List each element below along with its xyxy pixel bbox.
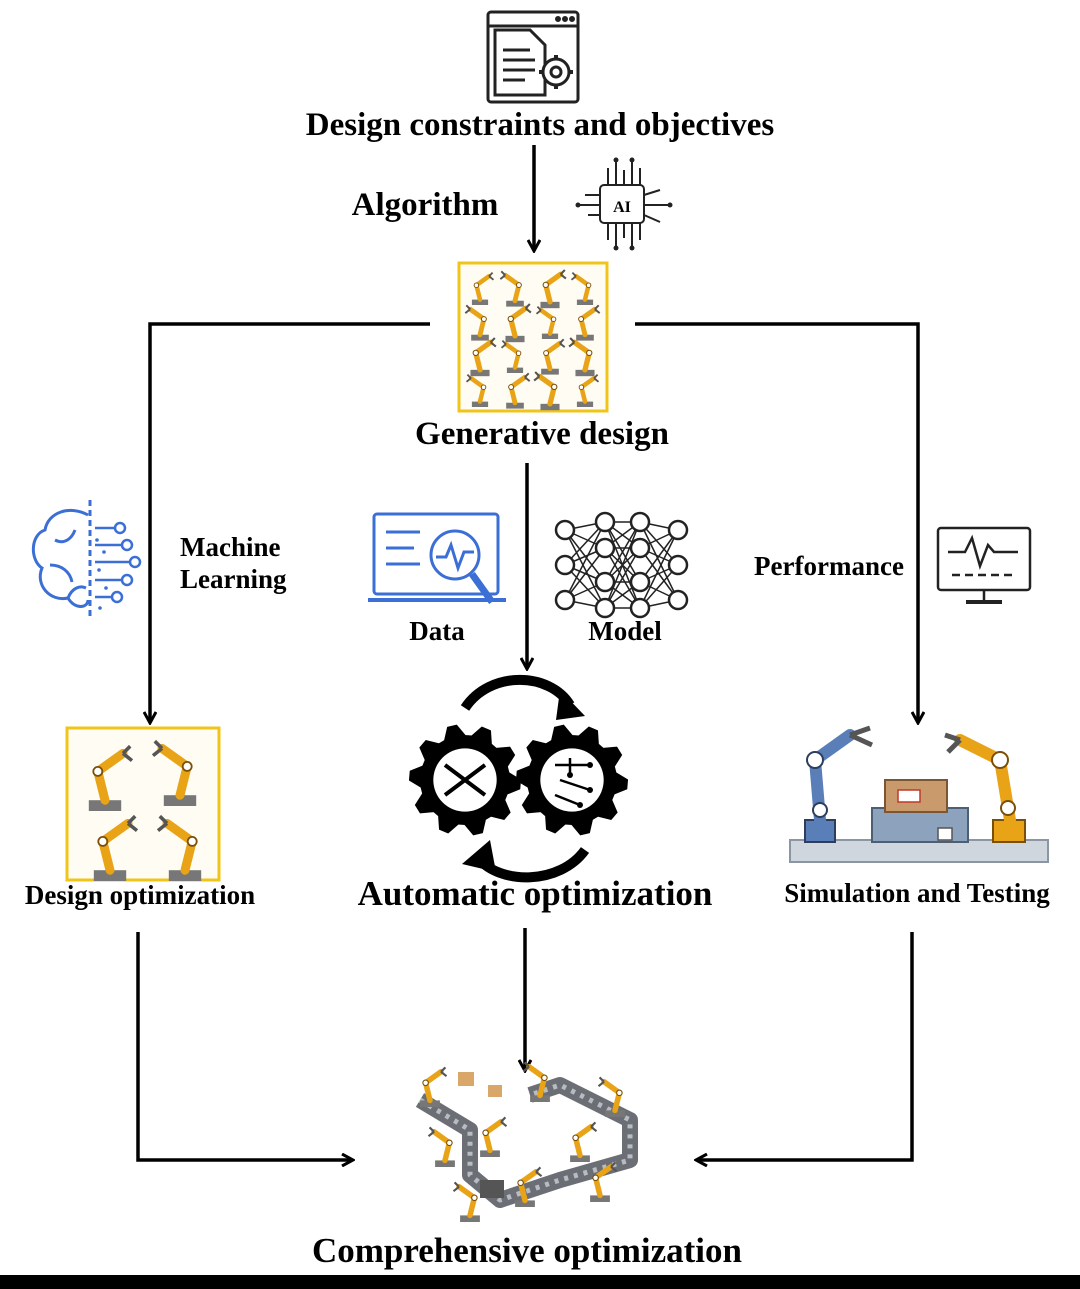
- robot-arm-icon: [499, 270, 524, 307]
- arrow-generative-to-design-opt: [150, 322, 430, 722]
- robot-arm-icon: [515, 1166, 543, 1207]
- robot-arm-icon: [535, 305, 559, 339]
- robot-arm-icon: [471, 271, 495, 305]
- robot-arm-icon: [570, 271, 594, 305]
- robot-arm-icon: [506, 372, 531, 409]
- arrow-simulation-to-comprehensive: [697, 932, 914, 1160]
- robot-arm-icon: [88, 744, 134, 811]
- simulation-robot-arms-icon: [789, 725, 1049, 863]
- neural-network-icon: [554, 511, 689, 619]
- arrow-design-opt-to-comprehensive: [136, 932, 352, 1160]
- robot-arm-icon: [522, 1061, 550, 1102]
- robot-arm-icon: [505, 303, 532, 343]
- robot-arm-icon: [540, 269, 567, 309]
- robot-arm-icon: [576, 373, 600, 407]
- robot-arm-icon: [427, 1126, 455, 1167]
- generative-design-icon: [457, 261, 609, 413]
- performance-monitor-icon: [936, 526, 1032, 604]
- edge-label-algorithm: Algorithm: [352, 187, 499, 223]
- robot-arm-icon: [500, 339, 524, 373]
- robot-arm-icon: [597, 1076, 625, 1117]
- node-auto-opt-label: Automatic optimization: [358, 874, 713, 913]
- node-constraints-label: Design constraints and objectives: [306, 107, 775, 143]
- node-sim-test-label: Simulation and Testing: [784, 878, 1050, 908]
- node-design-opt-label: Design optimization: [25, 880, 255, 910]
- robot-arm-icon: [533, 371, 560, 411]
- node-comprehensive-label: Comprehensive optimization: [312, 1231, 742, 1270]
- robot-arm-icon: [420, 1066, 448, 1107]
- bottom-border-bar: [0, 1275, 1080, 1289]
- edge-label-model: Model: [588, 616, 662, 646]
- ai-chip-text: AI: [613, 199, 631, 216]
- edge-label-data: Data: [409, 616, 465, 646]
- factory-assembly-line-icon: [415, 1061, 638, 1222]
- edge-label-ml-line2: Learning: [180, 564, 287, 594]
- edge-label-ml-line1: Machine: [180, 532, 281, 562]
- ai-chip-icon: [575, 157, 673, 251]
- document-gear-icon: [486, 10, 580, 104]
- design-optimization-icon: [65, 726, 221, 882]
- data-analytics-icon: [368, 512, 506, 605]
- robot-arm-icon: [465, 373, 489, 407]
- node-generative-label: Generative design: [415, 416, 669, 452]
- automation-gears-icon: [408, 675, 629, 883]
- robot-arm-icon: [541, 338, 566, 375]
- robot-arm-icon: [470, 337, 497, 377]
- arrow-generative-to-simulation: [635, 322, 918, 722]
- robot-arm-icon: [568, 337, 595, 377]
- brain-circuit-icon: [31, 500, 142, 620]
- robot-arm-icon: [570, 1121, 598, 1162]
- edge-label-performance: Performance: [754, 551, 904, 581]
- robot-arm-icon: [156, 814, 202, 881]
- robot-arm-icon: [93, 814, 139, 881]
- robot-arm-icon: [590, 1161, 618, 1202]
- robot-arm-icon: [480, 1116, 508, 1157]
- robot-arm-icon: [464, 304, 489, 341]
- robot-arm-icon: [151, 739, 197, 806]
- robot-arm-icon: [452, 1181, 480, 1222]
- robot-arm-icon: [576, 304, 601, 341]
